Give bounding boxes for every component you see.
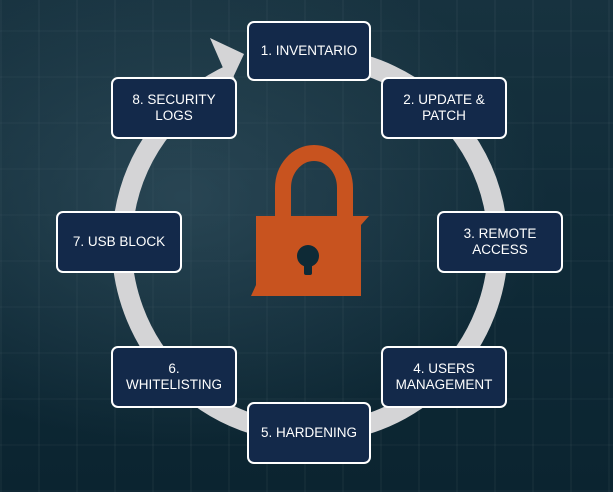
cycle-arrowhead [210, 38, 244, 84]
step-2-update-patch: 2. UPDATE & PATCH [381, 77, 507, 139]
step-7-usb-block: 7. USB BLOCK [56, 211, 182, 273]
step-8-security-logs: 8. SECURITY LOGS [111, 77, 237, 139]
step-3-remote-access: 3. REMOTE ACCESS [437, 211, 563, 273]
step-6-whitelisting: 6. WHITELISTING [111, 346, 237, 408]
step-5-hardening: 5. HARDENING [247, 402, 371, 464]
step-4-users-management: 4. USERS MANAGEMENT [381, 346, 507, 408]
padlock-icon [251, 145, 369, 296]
step-1-inventario: 1. INVENTARIO [247, 21, 371, 81]
